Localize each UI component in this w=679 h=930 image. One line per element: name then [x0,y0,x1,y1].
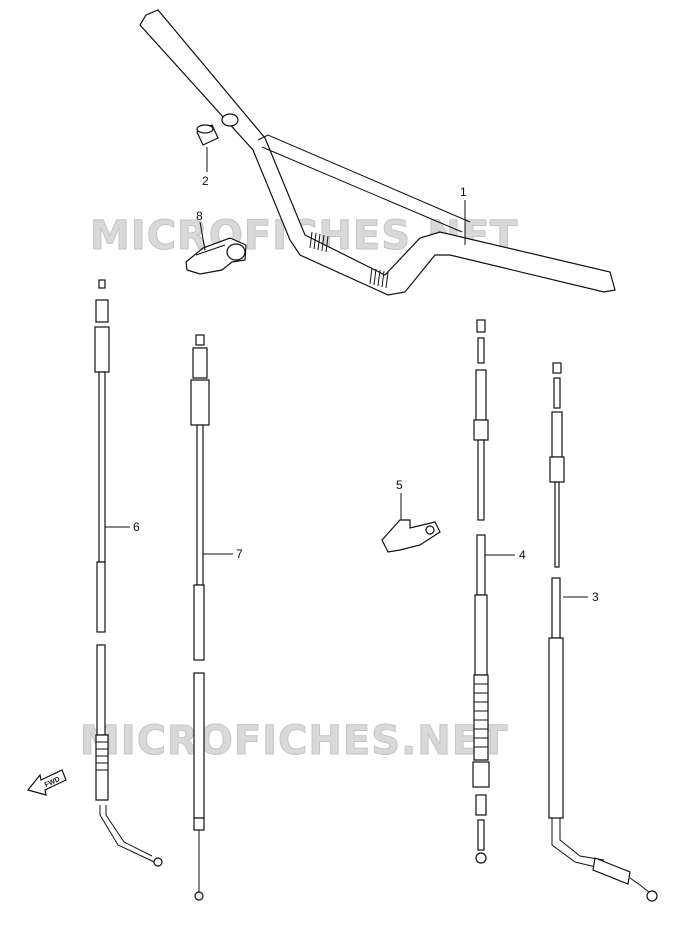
callout-1: 1 [460,185,467,199]
callout-3: 3 [592,590,599,604]
bar-end-cap [196,124,219,146]
cable-4 [472,319,490,864]
callout-leader-8 [199,221,206,251]
handlebar-holder [185,237,247,275]
callout-8: 8 [196,209,203,223]
callout-5: 5 [396,478,403,492]
cable-7 [190,334,210,901]
callout-7: 7 [236,547,243,561]
handlebar [139,9,616,296]
cable-clamp [381,519,441,553]
watermark-bottom: MICROFICHES.NET [80,718,508,764]
callout-4: 4 [519,548,526,562]
callout-6: 6 [133,520,140,534]
fwd-arrow-icon: FWD [26,769,67,796]
cable-6 [94,279,163,867]
cable-3 [548,362,658,902]
callout-2: 2 [202,174,209,188]
